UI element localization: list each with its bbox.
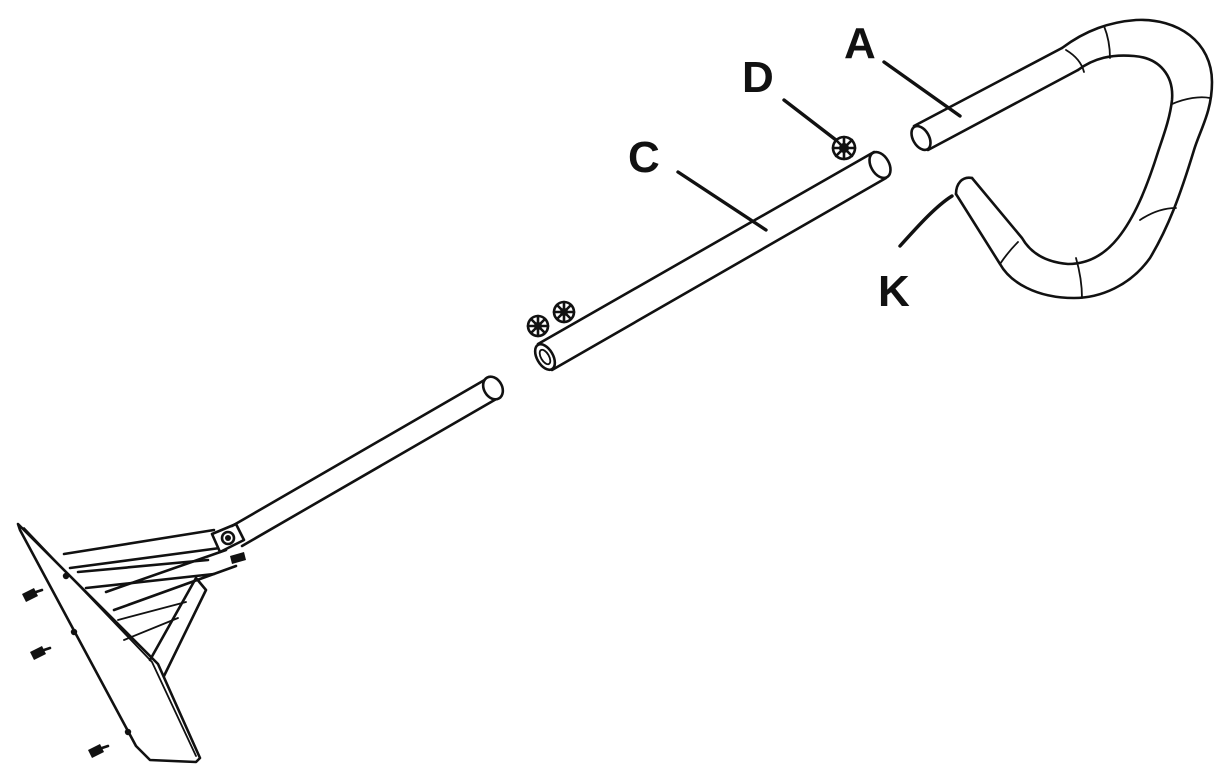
bracket-strut-lower <box>104 548 238 612</box>
handle-upper-opening <box>910 124 932 152</box>
handle-segment-line <box>1065 49 1085 73</box>
wing-nut-icon <box>526 314 550 338</box>
base-plate-edge <box>23 527 197 757</box>
leader-line-c <box>676 170 768 232</box>
bracket-brace <box>148 576 208 678</box>
label-c: C <box>628 133 660 182</box>
plate-hole <box>62 572 70 580</box>
leader-line-k <box>898 194 954 248</box>
handle-segment-line <box>1139 207 1177 221</box>
screw-icon <box>88 744 110 758</box>
label-d: D <box>742 53 774 102</box>
leader-line-d <box>782 98 838 142</box>
bracket-strut-upper <box>62 528 222 570</box>
handle-segment-line <box>999 241 1019 265</box>
label-a: A <box>844 19 876 68</box>
curved-handle-a-k <box>910 18 1214 300</box>
handle-lower-end <box>954 176 974 196</box>
bolt-icon <box>831 135 857 161</box>
label-k: K <box>878 267 910 316</box>
base-plate <box>16 522 202 764</box>
handle-upper-arm <box>926 68 1080 152</box>
handle-outer-curve <box>954 18 1214 300</box>
leader-line-a <box>882 60 962 118</box>
wing-nut-icon <box>552 300 576 324</box>
handle-segment-line <box>1171 96 1211 105</box>
plate-hole <box>70 628 78 636</box>
plate-hole <box>124 728 132 736</box>
lower-pole <box>230 375 505 548</box>
collar-bolt-center <box>225 535 231 541</box>
handle-inner-curve <box>970 54 1174 266</box>
handle-segment-line <box>1103 25 1111 59</box>
bracket-strut-middle <box>76 558 216 590</box>
screw-icon <box>22 588 44 602</box>
collar-pin <box>230 552 246 564</box>
base-plate-assembly <box>16 522 246 764</box>
handle-segment-line <box>1075 257 1083 299</box>
bracket-cross <box>117 601 187 641</box>
middle-pole-c <box>533 150 892 372</box>
collar-bolt <box>220 530 236 546</box>
handle-upper-arm <box>912 46 1064 128</box>
screw-icon <box>30 646 52 660</box>
